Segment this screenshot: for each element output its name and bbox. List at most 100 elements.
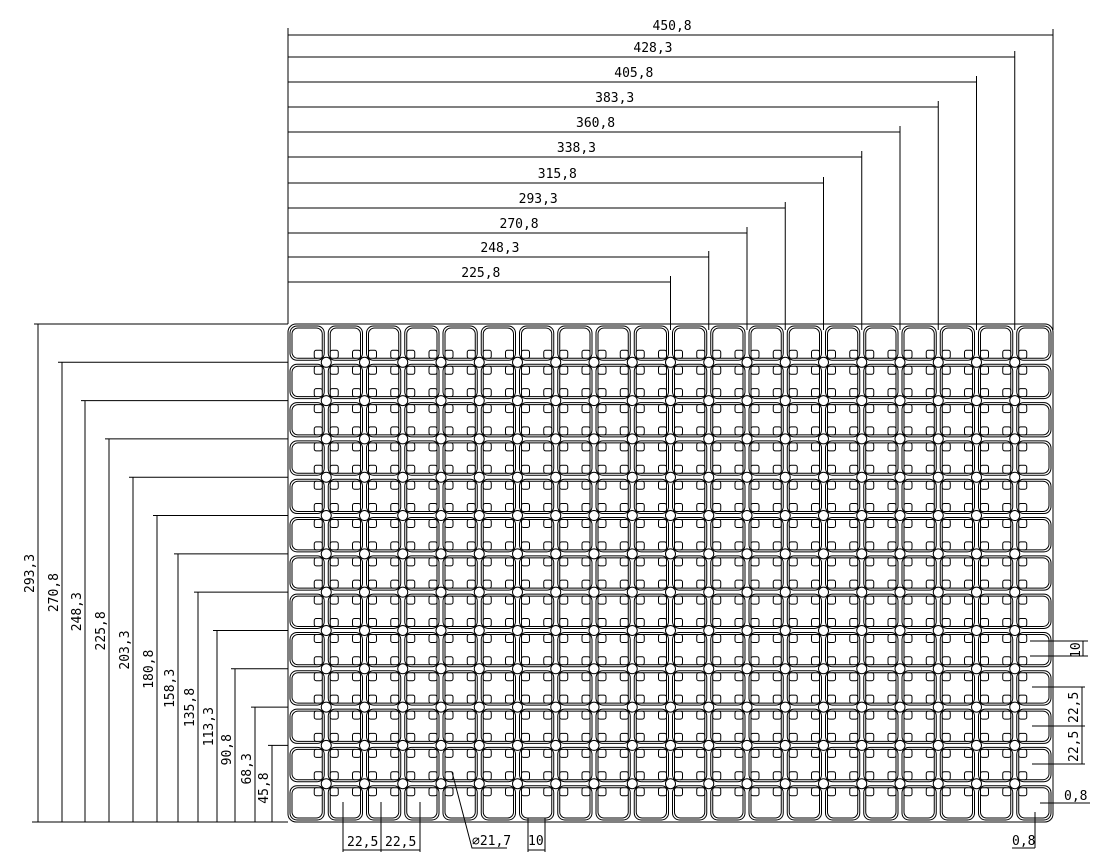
node-lobe [964,349,973,359]
node-lobe [466,365,476,375]
cell [863,708,899,744]
node-lobe [788,442,798,452]
cell [939,363,975,400]
node-lobe [658,404,667,414]
node-lobe [811,557,820,567]
node-lobe [466,579,476,589]
node-lobe [428,388,438,398]
node-hole [818,586,829,598]
node-hole [588,701,600,713]
cell-inner [788,787,820,819]
node-hole [512,548,523,560]
cell-inner [597,442,629,474]
node-lobe [619,388,629,398]
node-lobe [559,617,569,627]
node-hole [512,624,523,636]
cell-inner [1018,327,1050,359]
node-hole [894,548,906,560]
node-lobe [505,787,514,797]
node-lobe [674,503,683,513]
cell-inner [482,672,514,704]
cell-inner [712,519,744,551]
node-lobe [674,541,683,551]
node-hole [435,471,447,483]
node-lobe [505,732,514,742]
cell-inner [1018,365,1050,398]
node-lobe [964,365,973,375]
cell-inner [674,595,706,627]
node-hole [512,433,523,445]
cell [1016,593,1052,629]
node-lobe [941,771,951,781]
node-lobe [329,442,339,452]
node-lobe [734,771,744,781]
node-lobe [368,541,377,551]
cell [825,325,861,361]
cell [442,670,478,706]
node-hole [473,395,485,407]
node-lobe [865,426,875,436]
node-lobe [941,672,951,682]
cell [289,325,325,361]
node-lobe [368,503,377,513]
cell-inner [329,748,361,781]
node-lobe [903,748,913,758]
node-lobe [1002,388,1012,398]
cell-inner [674,365,706,398]
node-hole [512,395,523,407]
node-lobe [505,442,514,452]
node-lobe [925,365,935,375]
node-lobe [887,541,897,551]
cell-inner [291,327,323,359]
node-hole [359,739,370,751]
node-lobe [482,633,492,643]
node-lobe [597,732,607,742]
node-lobe [543,710,553,720]
node-lobe [674,748,683,758]
node-hole [932,778,944,790]
node-lobe [887,633,897,643]
node-lobe [559,771,569,781]
node-lobe [482,480,492,490]
cell [519,631,555,668]
node-lobe [674,579,683,589]
cell-inner [750,365,782,398]
node-lobe [811,480,820,490]
node-hole [856,510,868,522]
node-lobe [941,480,951,490]
node-lobe [352,595,361,605]
cell [672,517,708,553]
node-lobe [543,771,553,781]
cell-inner [329,442,361,474]
top-dimension-label: 248,3 [480,241,519,256]
node-lobe [543,579,553,589]
node-lobe [827,710,836,720]
node-lobe [772,617,782,627]
node-hole [894,510,906,522]
node-hole [320,356,332,368]
node-lobe [827,503,836,513]
left-dimension-label: 180,8 [142,650,157,689]
node-lobe [788,617,798,627]
cell-inner [291,519,323,551]
cell-inner [712,748,744,781]
pitch-label: 22,5 [1067,692,1082,723]
node-hole [971,586,982,598]
node-lobe [406,694,416,704]
cell-inner [903,404,935,436]
node-hole [665,510,676,522]
node-lobe [750,617,760,627]
node-lobe [788,365,798,375]
node-lobe [313,404,323,414]
node-hole [818,778,829,790]
node-lobe [750,349,760,359]
node-lobe [329,541,339,551]
cell-inner [597,404,629,436]
node-lobe [788,503,798,513]
node-lobe [352,771,361,781]
node-lobe [964,633,973,643]
gap-label: 10 [1069,642,1084,658]
node-lobe [887,464,897,474]
cell [901,593,937,629]
node-lobe [788,771,798,781]
